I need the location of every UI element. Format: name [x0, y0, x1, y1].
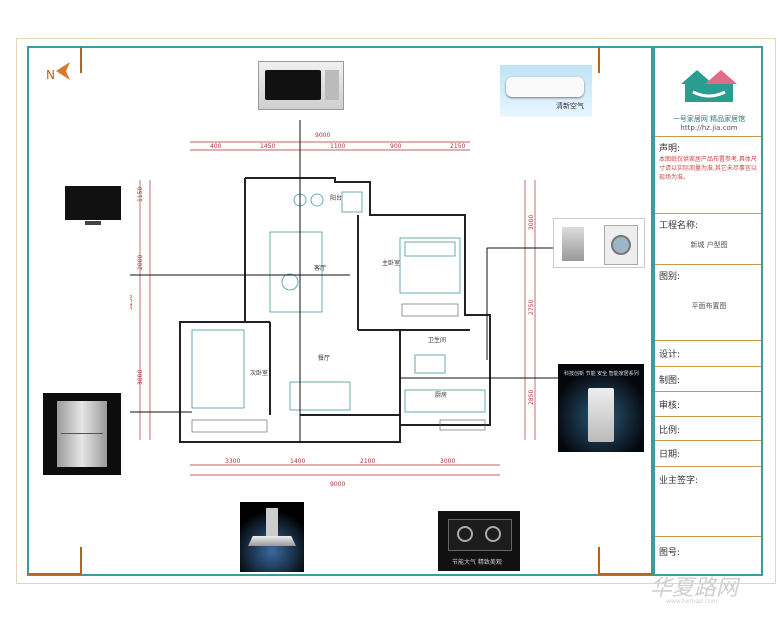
microwave-door — [265, 70, 321, 100]
room-dining: 餐厅 — [318, 354, 330, 362]
wardrobes — [191, 303, 486, 433]
stove-top — [448, 519, 512, 551]
design-label: 设计: — [659, 350, 681, 360]
title-row-owner: 业主签字: — [655, 466, 761, 486]
drawing-frame — [27, 46, 653, 576]
watermark: 华夏路网 — [650, 576, 739, 601]
corner-mark — [28, 47, 82, 73]
dim-bottom: 2100 — [360, 458, 375, 465]
dim-bottom: 1400 — [290, 458, 305, 465]
company-name: 一号家居网 精品家居馆 — [672, 115, 746, 123]
dim-right: 2850 — [528, 390, 535, 405]
title-row-remark: 声明: 本图纸仅供家居产品布置参考,具体尺寸请以实际测量为准,其它未尽事宜以现场… — [655, 136, 761, 181]
dim-right: 3000 — [528, 215, 535, 230]
dim-top: 1450 — [260, 143, 275, 150]
remark-text: 本图纸仅供家居产品布置参考,具体尺寸请以实际测量为准,其它未尽事宜以现场为准。 — [659, 156, 757, 181]
tv-photo — [63, 184, 123, 230]
title-block: 一号家居网 精品家居馆 http://hz.jia.com 声明: 本图纸仅供家… — [653, 46, 763, 576]
date-label: 日期: — [659, 450, 681, 460]
water-heater-photo: 科技创新 节能 安全 智能家居系列 — [558, 364, 644, 452]
title-row-number: 图号: — [655, 536, 761, 558]
north-arrow: N — [46, 62, 70, 83]
title-row-project: 工程名称: 新城 户型图 — [655, 213, 761, 249]
draw-label: 制图: — [659, 376, 681, 386]
tv-stand — [85, 221, 101, 225]
dim-bottom-total: 9000 — [330, 481, 345, 488]
corner-mark — [28, 547, 82, 575]
number-label: 图号: — [659, 548, 681, 558]
dim-top: 1100 — [330, 143, 345, 150]
project-label: 工程名称: — [659, 221, 699, 231]
corner-mark — [598, 47, 652, 73]
water-heater-unit — [588, 388, 614, 442]
remark-label: 声明: — [659, 144, 681, 154]
gas-stove-photo: 节能大气 精致美观 — [438, 511, 520, 571]
title-row-scale: 比例: — [655, 416, 761, 436]
owner-label: 业主签字: — [659, 476, 699, 486]
air-conditioner-photo: 清新空气 — [500, 65, 592, 117]
front-loader — [604, 225, 638, 265]
room-bath: 卫生间 — [428, 336, 446, 344]
title-row-draw: 制图: — [655, 366, 761, 386]
title-row-review: 审核: — [655, 391, 761, 411]
dim-top: 2150 — [450, 143, 465, 150]
room-second: 次卧室 — [250, 369, 268, 377]
dim-right: 2750 — [528, 300, 535, 315]
watermark-sub: www.hxroad.com — [666, 598, 718, 605]
outer-frame — [16, 38, 776, 584]
hood-chimney — [266, 508, 278, 536]
water-heater-caption: 科技创新 节能 安全 智能家居系列 — [564, 371, 639, 377]
walls — [179, 177, 491, 443]
dim-bottom: 3300 — [225, 458, 240, 465]
room-master: 主卧室 — [382, 259, 400, 267]
dim-left: 1150 — [137, 187, 144, 202]
room-kitchen: 厨房 — [435, 391, 447, 399]
title-row-design: 设计: — [655, 340, 761, 360]
stove-caption: 节能大气 精致美观 — [452, 559, 502, 566]
review-label: 审核: — [659, 401, 681, 411]
north-arrow-icon — [56, 62, 70, 80]
air-conditioner-unit — [506, 77, 584, 97]
project-value: 新城 户型图 — [690, 241, 728, 249]
dim-left: 3000 — [137, 370, 144, 385]
drawing-value: 平面布置图 — [691, 302, 727, 310]
furniture — [191, 191, 486, 413]
dim-left: 3250 — [130, 295, 134, 310]
microwave-panel — [325, 70, 339, 100]
room-balcony: 阳台 — [330, 194, 342, 202]
cabinet-drawer-line — [61, 433, 103, 434]
top-loader — [562, 227, 584, 261]
leader-lines — [130, 120, 558, 442]
washer-door-icon — [611, 235, 631, 255]
room-living: 客厅 — [314, 264, 326, 272]
scale-label: 比例: — [659, 426, 681, 436]
dim-top: 900 — [390, 143, 402, 150]
dim-top: 400 — [210, 143, 222, 150]
dim-left: 2000 — [137, 255, 144, 270]
corner-mark — [598, 547, 652, 575]
tv-screen — [65, 186, 121, 220]
dim-top-total: 9000 — [315, 132, 330, 139]
drawing-label: 图别: — [659, 272, 681, 282]
ac-caption: 清新空气 — [556, 102, 584, 110]
dimension-lines — [139, 141, 536, 476]
microwave-photo: microwave-oven — [258, 61, 344, 110]
cabinet-body — [57, 401, 107, 467]
hood-body — [248, 536, 296, 546]
floor-plan: 9000 400 1450 1100 900 2150 3300 1400 21… — [130, 120, 558, 488]
north-label: N — [46, 68, 55, 82]
company-logo-icon — [681, 70, 737, 102]
burner-icon — [457, 526, 473, 542]
range-hood-photo — [240, 502, 304, 572]
washing-machine-photo — [553, 218, 645, 268]
title-row-date: 日期: — [655, 440, 761, 460]
burner-icon — [485, 526, 501, 542]
title-row-drawing: 图别: 平面布置图 — [655, 264, 761, 310]
disinfection-cabinet-photo — [43, 393, 121, 475]
dim-bottom: 3000 — [440, 458, 455, 465]
company-url: http://hz.jia.com — [680, 124, 738, 132]
